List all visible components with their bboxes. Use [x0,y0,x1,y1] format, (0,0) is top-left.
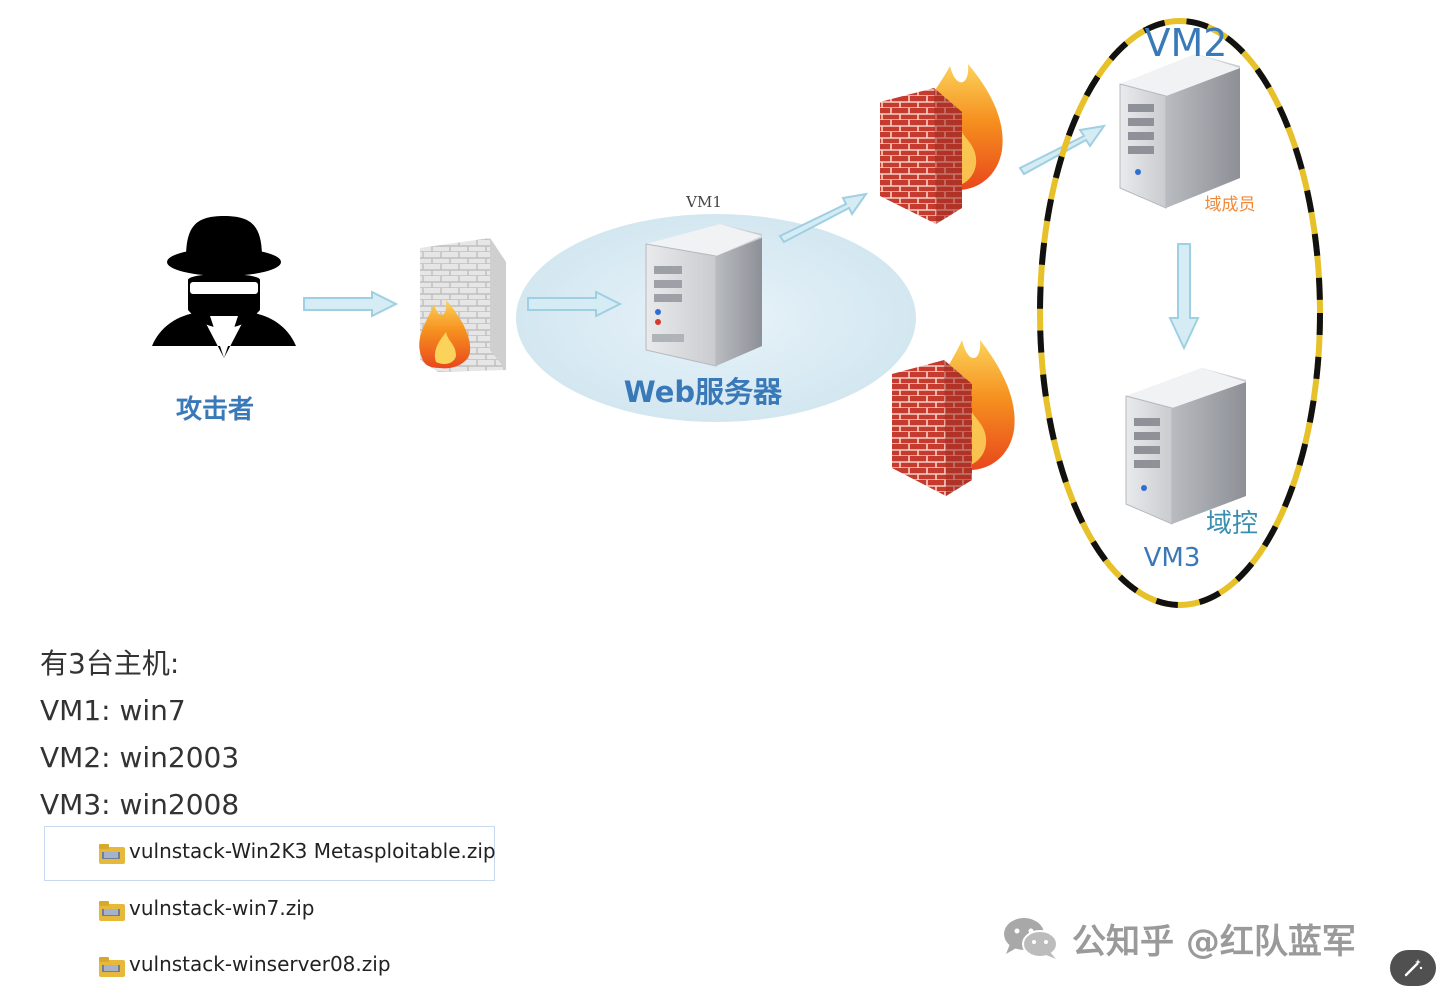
arrow-vm2-to-vm3 [1168,243,1200,351]
firewall-1-icon [419,238,506,372]
domain-boundary-dash [1037,18,1323,608]
watermark: 公知乎 @红队蓝军 [1002,913,1356,963]
firewall-3-icon [892,340,1015,496]
file-item[interactable]: vulnstack-win7.zip [44,883,644,937]
magic-wand-button[interactable] [1390,950,1436,986]
domain-controller-label: 域控 [1206,509,1258,539]
network-diagram: 攻击者 VM1 Web服务器 [152,18,1323,608]
file-name: vulnstack-win7.zip [129,896,315,920]
web-server-label: Web服务器 [624,375,783,409]
file-list: vulnstack-Win2K3 Metasploitable.zip vuln… [44,826,644,995]
host-notes: 有3台主机: VM1: win7 VM2: win2003 VM3: win20… [40,640,239,828]
vm3-label: VM3 [1144,543,1201,573]
notes-heading: 有3台主机: [40,647,180,680]
vm2-server-icon [1119,54,1240,209]
notes-line: VM1: win7 [40,694,186,727]
zip-archive-icon [99,844,125,864]
notes-line: VM3: win2008 [40,788,240,821]
attacker-label: 攻击者 [176,395,254,425]
magic-wand-icon [1404,959,1423,977]
vm1-tag: VM1 [685,193,722,211]
file-name: vulnstack-Win2K3 Metasploitable.zip [129,839,496,863]
firewall-2-icon [880,64,1003,224]
web-server-icon [645,224,762,367]
file-name: vulnstack-winserver08.zip [129,952,391,976]
file-item[interactable]: vulnstack-winserver08.zip [44,939,644,993]
arrow-firewall-to-web [527,290,623,318]
notes-line: VM2: win2003 [40,741,240,774]
attacker-icon [152,216,296,358]
wechat-icon [1004,918,1058,959]
watermark-text: 公知乎 @红队蓝军 [1072,921,1356,962]
arrow-web-to-firewall-2 [778,192,869,244]
file-item[interactable]: vulnstack-Win2K3 Metasploitable.zip [44,826,496,881]
arrow-attacker-to-firewall [303,290,399,318]
domain-member-label: 域成员 [1205,195,1256,215]
zip-archive-icon [99,901,125,921]
zip-archive-icon [99,957,125,977]
vm3-server-icon [1125,368,1246,525]
vm2-label: VM2 [1145,21,1228,65]
